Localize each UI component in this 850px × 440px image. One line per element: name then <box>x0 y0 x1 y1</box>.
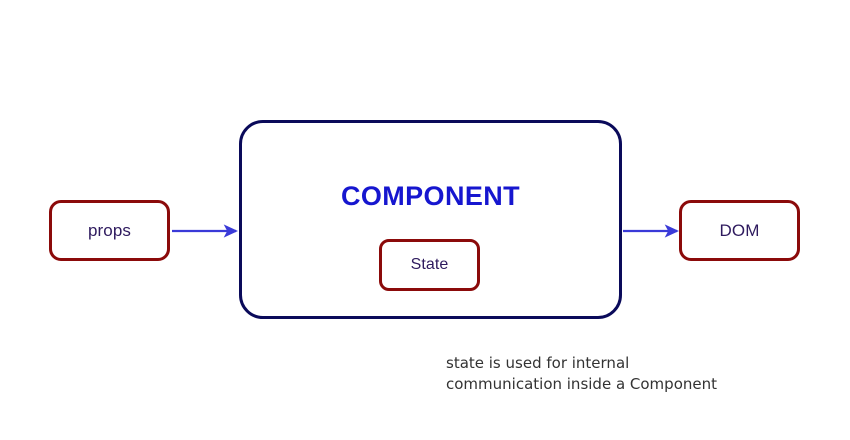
node-dom-label: DOM <box>719 221 760 240</box>
node-component-label: COMPONENT <box>340 181 521 211</box>
node-props-label: props <box>87 221 132 240</box>
node-state-label: State <box>410 256 449 273</box>
node-props[interactable]: props <box>49 200 170 261</box>
node-state[interactable]: State <box>379 239 480 291</box>
caption-text: state is used for internal communication… <box>446 354 717 393</box>
node-dom[interactable]: DOM <box>679 200 800 261</box>
